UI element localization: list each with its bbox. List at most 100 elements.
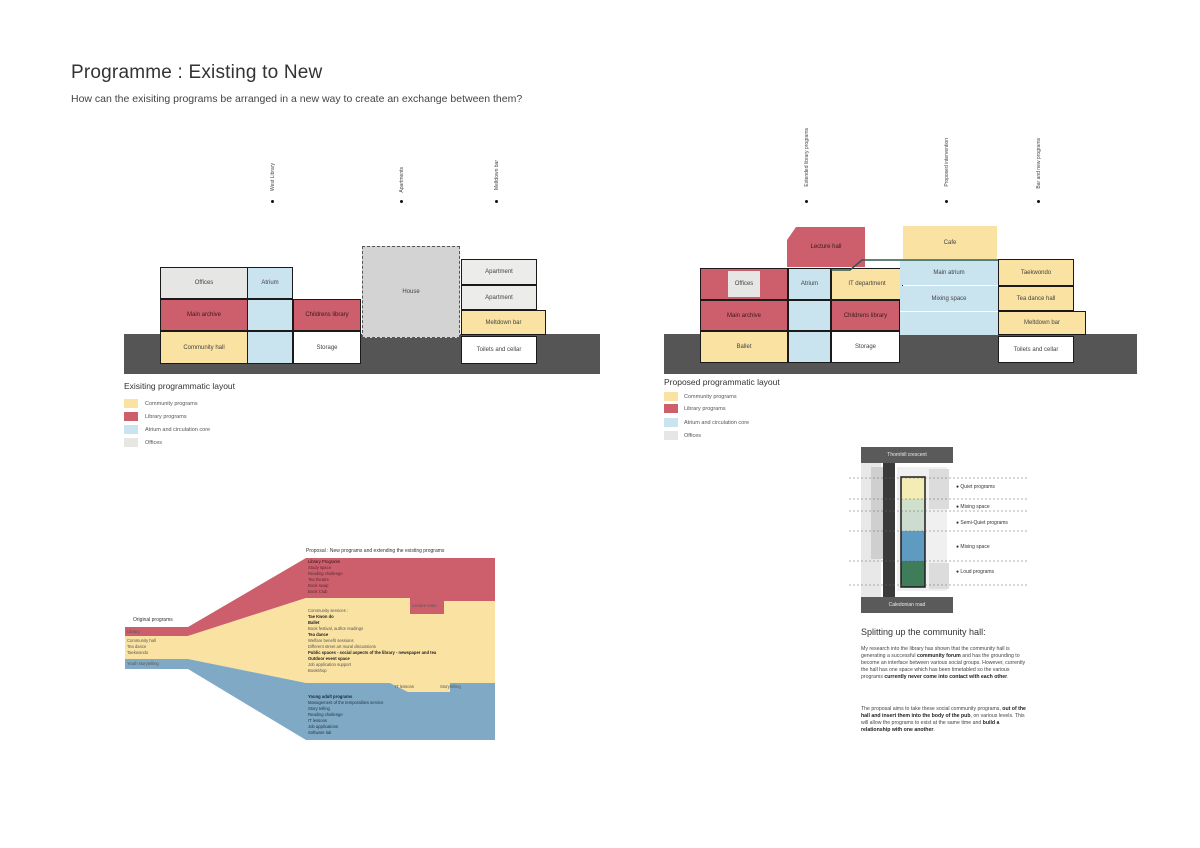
legend-label: Library programs [145, 414, 187, 420]
flow-original-library: Library [127, 629, 140, 634]
proposed-main-archive: Main archive [700, 300, 788, 331]
proposed-main-atrium: Main atrium [900, 260, 998, 285]
plan-label-semi-quiet: ● Semi-Quiet programs [956, 520, 1008, 526]
existing-toilets: Toilets and cellar [461, 336, 537, 364]
existing-main-archive: Main archive [160, 299, 248, 331]
flow-list-item: Bookshop [308, 668, 327, 673]
legend-label: Atrium and circulation core [145, 427, 211, 433]
legend-swatch-atrium [124, 425, 138, 434]
flow-list-item: Software lab [308, 730, 332, 735]
flow-list-item: Reading challenge [308, 712, 343, 717]
flow-list-item: Book festival, author readings [308, 626, 364, 631]
proposed-lecture-hall: Lecture hall [810, 244, 842, 250]
existing-atrium: Atrium [247, 267, 293, 299]
proposed-ballet: Ballet [700, 331, 788, 363]
existing-label-dot [271, 200, 274, 203]
proposed-label-dot [805, 200, 808, 203]
flow-proposal-title: Proposal : New programs and extending th… [306, 548, 445, 554]
flow-storytelling: Storytelling [440, 684, 461, 689]
page-subtitle: How can the exisiting programs be arrang… [71, 93, 523, 105]
existing-atrium-mid [247, 299, 293, 331]
flow-list-item: Book Club [308, 589, 328, 594]
flow-list-item: Story telling [308, 706, 330, 711]
proposed-lecture-hall-shape [787, 227, 865, 267]
plan-top-road: Thornhill crescent [887, 452, 927, 458]
existing-label-dot [400, 200, 403, 203]
plan-bottom-road: Caledonian road [888, 602, 926, 608]
proposed-label-dot [1037, 200, 1040, 203]
proposed-meltdown-bar: Meltdown bar [998, 311, 1086, 335]
flow-community-list: Community services : Tae Kwon do Ballet … [308, 608, 436, 674]
existing-label-apartments: Apartments [399, 167, 405, 193]
flow-list-item: Outdoor event space [308, 656, 350, 661]
flow-list-item: Library Programs [308, 559, 341, 564]
flow-list-item: Job application support [308, 662, 352, 667]
legend-label: Offices [145, 440, 163, 446]
proposed-caption: Proposed programmatic layout [664, 377, 780, 387]
flow-list-item: Public spaces - social aspects of the li… [308, 650, 437, 655]
plan-label-mixing: ● Mixing space [956, 504, 990, 510]
proposed-atrium: Atrium [788, 268, 831, 300]
proposed-taekwondo: Taekwondo [998, 259, 1074, 286]
legend-label: Library programs [684, 406, 726, 412]
site-plan-drawing [849, 447, 1027, 613]
plan-label-loud: ● Loud programs [956, 569, 995, 575]
existing-caption: Exisiting programmatic layout [124, 381, 236, 391]
existing-atrium-low [247, 331, 293, 364]
proposed-tea-dance-hall: Tea dance hall [998, 286, 1074, 311]
existing-house: House [362, 246, 460, 338]
flow-original-item: Community hall [127, 638, 156, 643]
flow-list-item: Different street art mural discussions [308, 644, 376, 649]
splitting-paragraph-2: The proposal aims to take these social c… [861, 706, 1026, 733]
flow-original-youth: Youth storytelling [127, 661, 159, 666]
proposed-it-department: IT department [831, 268, 903, 300]
existing-offices: Offices [160, 267, 248, 299]
proposed-atrium-mid [788, 300, 831, 331]
proposed-label-intervention: Proposed intervention [944, 138, 950, 187]
legend-swatch-library [124, 412, 138, 421]
legend-label: Community programs [145, 401, 198, 407]
flow-original-title: Original programs [133, 617, 173, 623]
flow-shapes [125, 558, 495, 740]
flow-list-item: IT lessons [308, 718, 328, 723]
flow-list-item: Reading challenge [308, 571, 343, 576]
legend-swatch-atrium [664, 418, 678, 427]
proposed-mixing-space: Mixing space [900, 286, 998, 311]
flow-list-item: Community services : [308, 608, 349, 613]
existing-apartment-1: Apartment [461, 259, 537, 285]
legend-swatch-community [124, 399, 138, 408]
flow-list-item: Tea dance [308, 632, 329, 637]
flow-original-item: Taekwondo [127, 650, 149, 655]
flow-list-item: Tea theatre [308, 577, 329, 582]
existing-label-dot [495, 200, 498, 203]
proposed-childrens-library: Childrens library [831, 300, 900, 331]
flow-list-item: Ballet [308, 620, 320, 625]
flow-list-item: Management of the temporalities service [308, 700, 384, 705]
existing-community-hall: Community hall [160, 331, 248, 364]
flow-list-item: Study space [308, 565, 332, 570]
legend-swatch-offices [664, 431, 678, 440]
splitting-title: Splitting up the community hall: [861, 627, 986, 637]
page-title: Programme : Existing to New [71, 62, 323, 83]
flow-original-item: Tea dance [127, 644, 147, 649]
flow-list-item: Book swap [308, 583, 329, 588]
proposed-storage: Storage [831, 331, 900, 363]
plan-label-quiet: ● Quiet programs [956, 484, 995, 490]
existing-label-meltdown: Meltdown bar [494, 160, 500, 191]
proposed-toilets: Toilets and cellar [998, 336, 1074, 363]
existing-apartment-2: Apartment [461, 285, 537, 310]
proposed-atrium-low-left [788, 331, 831, 363]
proposed-intervention-outline [831, 259, 998, 271]
legend-swatch-library [664, 404, 678, 413]
flow-lecture-room: Lecture room [412, 603, 437, 608]
proposed-label-bar: Bar and new programs [1036, 138, 1042, 189]
flow-list-item: Job applications [308, 724, 339, 729]
flow-library-list: Library Programs Study space Reading cha… [308, 559, 343, 595]
existing-meltdown-bar: Meltdown bar [461, 310, 546, 335]
legend-label: Community programs [684, 394, 737, 400]
splitting-paragraph-1: My research into the library has shown t… [861, 646, 1026, 680]
proposed-label-dot [945, 200, 948, 203]
flow-list-item: Welfare benefit sessions [308, 638, 354, 643]
legend-swatch-community [664, 392, 678, 401]
existing-storage: Storage [293, 331, 361, 364]
